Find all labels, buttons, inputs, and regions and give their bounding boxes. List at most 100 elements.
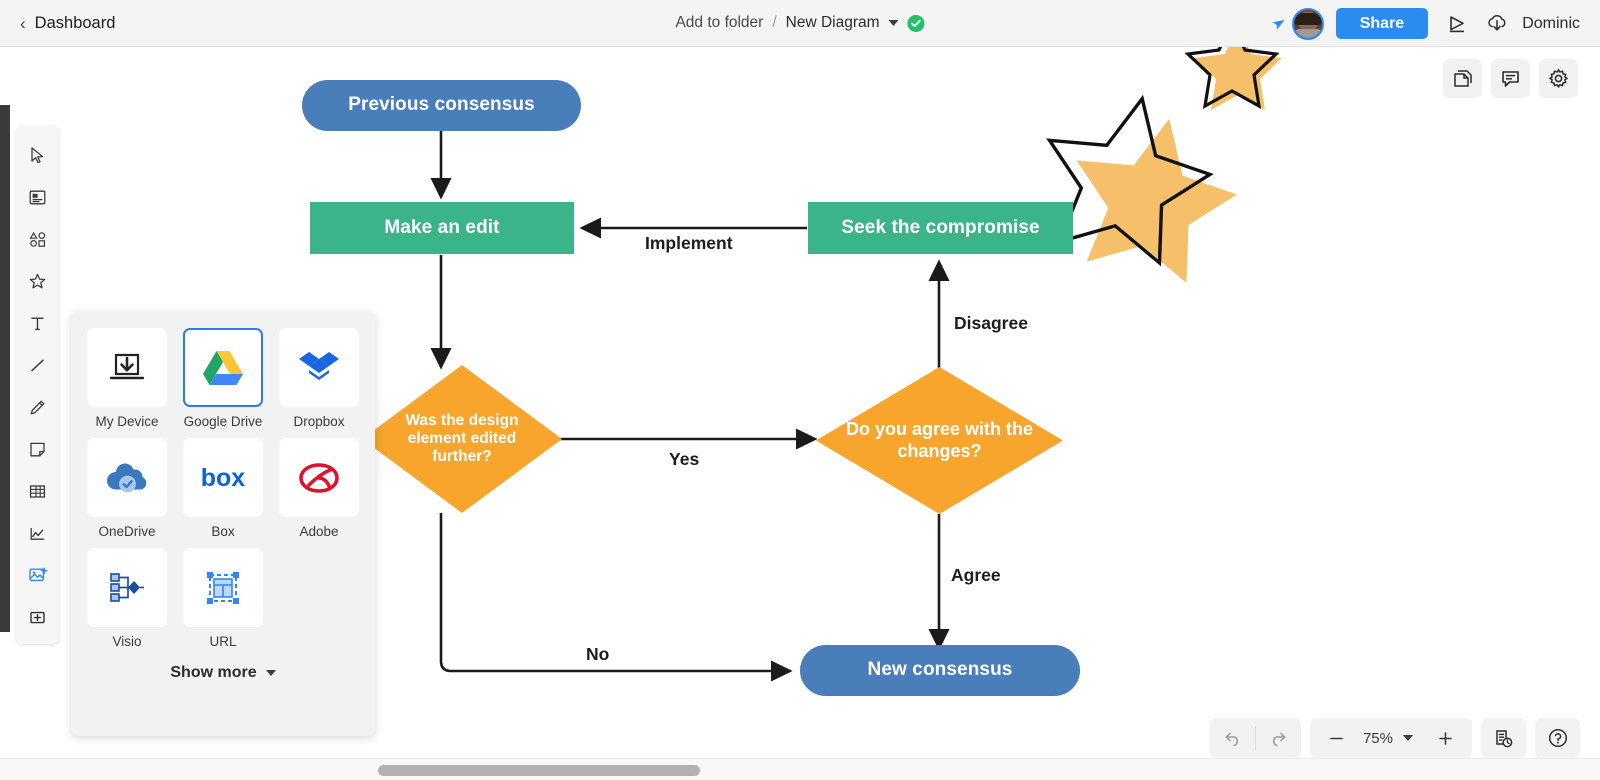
present-play-icon[interactable] <box>1442 9 1472 39</box>
node-label: New consensus <box>867 659 1013 681</box>
document-name[interactable]: New Diagram <box>785 14 880 31</box>
import-source-label: OneDrive <box>98 524 156 539</box>
sticky-note-tool[interactable] <box>21 432 55 466</box>
dropbox-icon <box>279 328 359 407</box>
node-seek-the-compromise[interactable]: Seek the compromise <box>808 202 1073 254</box>
undo-button[interactable] <box>1210 718 1255 758</box>
right-panel-tools <box>1443 59 1578 98</box>
chart-tool[interactable] <box>21 516 55 550</box>
left-edge-rail <box>0 105 10 632</box>
avatar[interactable] <box>1291 7 1324 40</box>
diamond-shape <box>816 367 1063 514</box>
import-source-my-device[interactable]: My Device <box>83 328 171 429</box>
google-drive-icon <box>183 328 263 407</box>
node-do-you-agree[interactable]: Do you agree with the changes? <box>816 367 1063 514</box>
import-source-url[interactable]: URL <box>179 548 267 649</box>
import-source-onedrive[interactable]: OneDrive <box>83 438 171 539</box>
add-to-folder-button[interactable]: Add to folder <box>675 14 764 31</box>
visio-icon <box>87 548 167 627</box>
settings-panel-button[interactable] <box>1539 59 1578 98</box>
star-outline-sticker[interactable] <box>1029 82 1222 270</box>
node-label: Was the design element edited further? <box>405 411 519 466</box>
help-button[interactable] <box>1535 718 1580 758</box>
show-more-label: Show more <box>170 664 257 681</box>
divider <box>1254 726 1256 750</box>
node-previous-consensus[interactable]: Previous consensus <box>302 80 581 131</box>
more-tool[interactable] <box>21 600 55 634</box>
import-source-label: Dropbox <box>293 414 345 429</box>
left-toolbar <box>16 126 59 644</box>
edge-label-no[interactable]: No <box>586 644 610 664</box>
node-label: Make an edit <box>384 216 500 238</box>
top-bar: ‹ Dashboard Add to folder / New Diagram … <box>0 0 1600 47</box>
breadcrumb-separator: / <box>772 14 777 31</box>
import-source-label: My Device <box>95 414 159 429</box>
node-label: Previous consensus <box>348 94 535 116</box>
edge-label-disagree[interactable]: Disagree <box>954 313 1028 333</box>
adobe-icon <box>279 438 359 517</box>
chevron-down-icon <box>265 670 276 676</box>
star-small-sticker[interactable] <box>1184 47 1282 110</box>
version-history-button[interactable] <box>1481 718 1526 758</box>
check-circle-icon <box>907 14 925 32</box>
node-label: Seek the compromise <box>841 216 1040 238</box>
node-was-edited-further[interactable]: Was the design element edited further? <box>362 365 562 513</box>
breadcrumb: Add to folder / New Diagram <box>675 14 925 32</box>
template-tool[interactable] <box>21 180 55 214</box>
import-source-box[interactable]: box Box <box>179 438 267 539</box>
version-history-group <box>1481 718 1526 758</box>
top-bar-right: Share Dominic <box>1264 0 1600 47</box>
import-source-label: Box <box>211 524 235 539</box>
show-more-button[interactable]: Show more <box>71 664 375 682</box>
back-to-dashboard-button[interactable]: ‹ Dashboard <box>20 14 115 33</box>
connector-layer <box>430 47 1282 682</box>
laptop-download-icon <box>87 328 167 407</box>
zoom-out-button[interactable] <box>1314 718 1359 758</box>
import-source-dropbox[interactable]: Dropbox <box>275 328 363 429</box>
pencil-tool[interactable] <box>21 390 55 424</box>
box-icon: box <box>183 438 263 517</box>
favorites-tool[interactable] <box>21 264 55 298</box>
node-make-an-edit[interactable]: Make an edit <box>310 202 574 254</box>
edge-label-agree[interactable]: Agree <box>951 565 1001 585</box>
import-source-label: Visio <box>112 634 142 649</box>
import-source-label: URL <box>209 634 237 649</box>
add-image-tool[interactable] <box>21 558 55 592</box>
pages-panel-button[interactable] <box>1443 59 1482 98</box>
node-label: Do you agree with the changes? <box>845 419 1034 461</box>
import-source-visio[interactable]: Visio <box>83 548 171 649</box>
horizontal-scrollbar-track[interactable] <box>0 758 1600 780</box>
share-button[interactable]: Share <box>1335 8 1429 39</box>
back-label: Dashboard <box>34 13 116 32</box>
user-name-label[interactable]: Dominic <box>1522 14 1580 32</box>
text-tool[interactable] <box>21 306 55 340</box>
redo-button[interactable] <box>1256 718 1301 758</box>
bottom-right-controls: 75% <box>1209 718 1580 758</box>
import-source-google-drive[interactable]: Google Drive <box>179 328 267 429</box>
shapes-tool[interactable] <box>21 222 55 256</box>
help-group <box>1535 718 1580 758</box>
chevron-down-icon[interactable] <box>888 20 899 26</box>
edge-decision1-no <box>439 513 793 682</box>
horizontal-scrollbar-thumb[interactable] <box>378 765 700 776</box>
chevron-down-icon[interactable] <box>1403 735 1413 741</box>
zoom-group: 75% <box>1309 718 1472 758</box>
edge-label-implement[interactable]: Implement <box>645 233 733 253</box>
import-source-grid: My Device Google Drive <box>71 328 375 649</box>
pointer-cursor-icon <box>1264 11 1290 37</box>
zoom-level-label[interactable]: 75% <box>1362 729 1393 747</box>
line-tool[interactable] <box>21 348 55 382</box>
node-new-consensus[interactable]: New consensus <box>800 645 1080 696</box>
undo-redo-group <box>1209 718 1301 758</box>
edge-label-yes[interactable]: Yes <box>669 449 700 469</box>
table-tool[interactable] <box>21 474 55 508</box>
comments-panel-button[interactable] <box>1491 59 1530 98</box>
url-icon <box>183 548 263 627</box>
zoom-in-button[interactable] <box>1423 718 1468 758</box>
select-tool[interactable] <box>21 138 55 172</box>
import-source-adobe[interactable]: Adobe <box>275 438 363 539</box>
star-filled-sticker[interactable] <box>1056 102 1249 290</box>
cloud-download-icon[interactable] <box>1482 9 1512 39</box>
chevron-left-icon: ‹ <box>20 13 26 33</box>
